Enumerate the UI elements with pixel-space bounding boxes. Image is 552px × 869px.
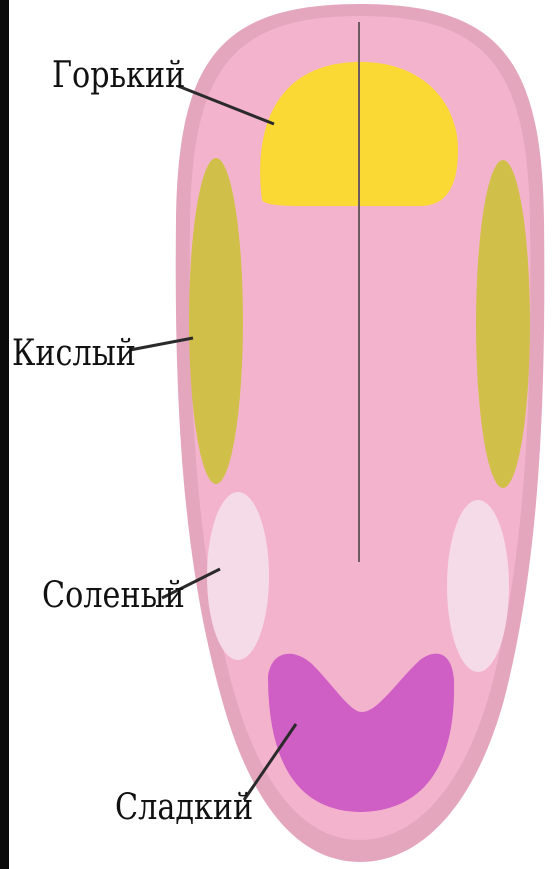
bitter-label: Горький: [52, 58, 185, 94]
salty-label: Соленый: [42, 578, 185, 614]
sour-label: Кислый: [12, 336, 136, 372]
salty-zone-left: [207, 492, 269, 660]
sour-zone-right: [476, 160, 530, 488]
sour-zone-left: [189, 158, 243, 484]
salty-zone-right: [447, 500, 509, 672]
sweet-label: Сладкий: [115, 790, 253, 826]
